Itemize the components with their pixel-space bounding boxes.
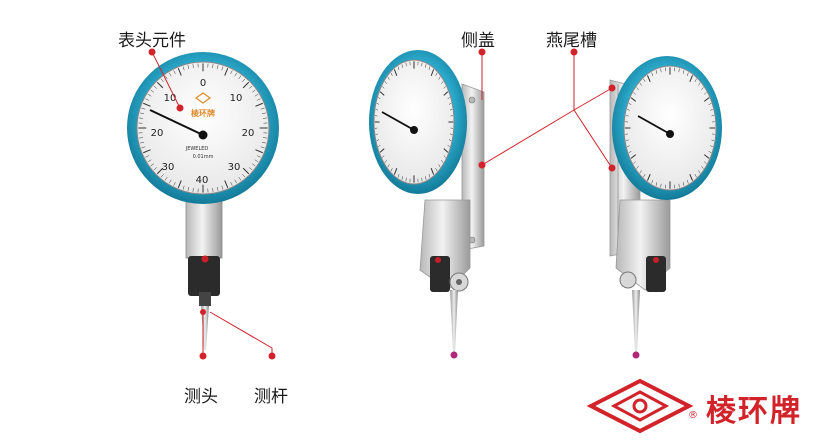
dial-brand: 棱环牌 xyxy=(191,108,215,118)
dial-num-10r: 10 xyxy=(230,93,243,104)
dial-num-0: 0 xyxy=(200,78,206,89)
callout-dot-dial-head-end xyxy=(177,105,184,112)
callout-dot-probe-rod xyxy=(269,353,276,360)
side-probe-tip xyxy=(451,352,458,359)
dial-num-20l: 20 xyxy=(151,128,164,139)
dial-jeweled: JEWELED xyxy=(185,146,209,152)
callout-dot-dovetail-top xyxy=(609,85,616,92)
front-screw xyxy=(202,256,209,263)
dovetail-probe-rod xyxy=(632,290,640,352)
dovetail-hub xyxy=(666,130,674,138)
dial-hub xyxy=(199,131,208,140)
callout-label-side-cover: 侧盖 xyxy=(461,26,495,51)
dial-num-40: 40 xyxy=(196,175,209,186)
callout-dot-probe-tip xyxy=(200,353,207,360)
dial-num-20r: 20 xyxy=(242,128,255,139)
callout-line-probe-rod xyxy=(210,312,272,356)
brand-registered-mark: ® xyxy=(688,410,698,421)
callout-dot-probe-tip-end xyxy=(200,309,206,315)
front-probe-holder xyxy=(199,292,211,306)
callout-dot-dovetail-right xyxy=(609,165,616,172)
brand-name: 棱环牌 xyxy=(706,386,802,430)
side-view-indicator xyxy=(369,50,484,359)
side-pivot-center xyxy=(456,279,462,285)
brand-logo-icon xyxy=(591,381,689,431)
dovetail-screw xyxy=(653,257,659,263)
dial-resolution: 0.01mm xyxy=(193,154,214,160)
dial-num-30l: 30 xyxy=(162,162,175,173)
callout-label-dovetail: 燕尾槽 xyxy=(546,26,597,51)
side-screw xyxy=(435,257,441,263)
dovetail-dial-face xyxy=(624,66,716,190)
callout-dot-side-cover-end xyxy=(479,162,486,169)
dovetail-probe-tip xyxy=(633,352,640,359)
dial-num-30r: 30 xyxy=(228,162,241,173)
front-view-indicator: 0 10 20 30 40 30 20 10 棱环牌 JEWELED 0.01m… xyxy=(127,52,279,350)
front-body xyxy=(186,196,222,258)
callout-line-dovetail-top xyxy=(574,88,612,110)
dovetail-pivot xyxy=(620,272,636,288)
callout-label-dial-head: 表头元件 xyxy=(118,26,186,51)
callout-line-dovetail-right xyxy=(574,110,612,168)
callout-label-probe-tip: 测头 xyxy=(184,382,218,407)
dial-num-10l: 10 xyxy=(164,93,177,104)
side-probe-rod xyxy=(450,290,458,352)
dovetail-view-indicator xyxy=(610,56,722,359)
side-dial-face xyxy=(374,60,454,184)
callout-label-probe-rod: 测杆 xyxy=(254,382,288,407)
side-hub xyxy=(410,126,418,134)
side-cover-screw-top xyxy=(469,97,475,103)
callout-line-dovetail-left xyxy=(482,110,574,165)
